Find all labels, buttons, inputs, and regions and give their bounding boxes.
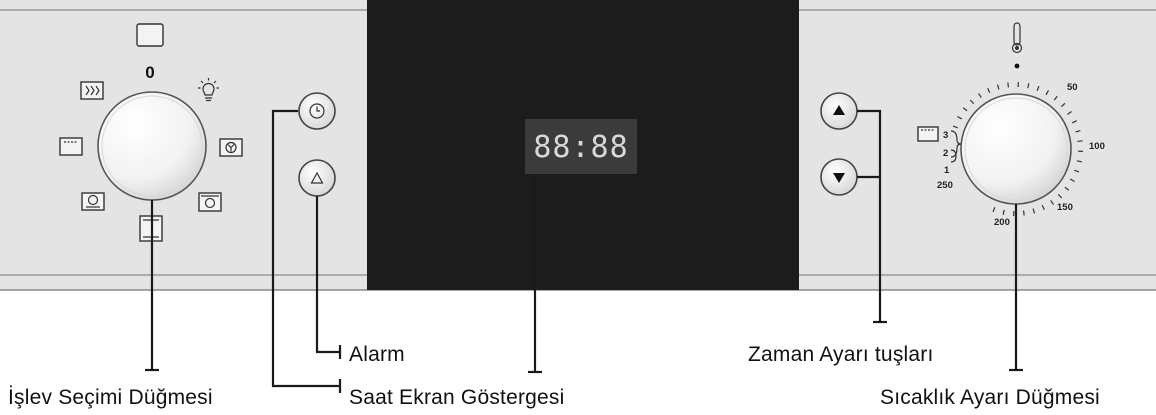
scale-tick: [1077, 140, 1083, 143]
fan-icon: [219, 138, 243, 157]
scale-tick: [1071, 120, 1077, 124]
scale-tick: [1036, 85, 1040, 91]
function-selector-knob[interactable]: [97, 91, 207, 201]
leader-alarm: [315, 196, 340, 354]
fan-heat-icon: [80, 81, 104, 100]
scale-tick: [978, 93, 982, 98]
top-heat-icon: [59, 137, 83, 156]
scale-tick: [1041, 204, 1045, 210]
grill-icon: [917, 126, 939, 142]
time-up-key[interactable]: [820, 92, 858, 130]
label-time-keys: Zaman Ayarı tuşları: [748, 343, 934, 366]
scale-tick: [1057, 193, 1063, 199]
clock-display: [525, 119, 637, 174]
off-icon: [136, 23, 164, 47]
scale-tick: [1027, 83, 1030, 89]
lamp-icon: [198, 78, 219, 102]
scale-label-150: 150: [1057, 202, 1073, 213]
scale-tick: [1002, 209, 1005, 215]
fan-grill-icon: [198, 192, 222, 212]
scale-tick: [996, 84, 1000, 90]
triangle-up-icon: [833, 105, 845, 115]
fan-bottom-heat-icon: [81, 192, 105, 211]
scale-label-250: 250: [937, 180, 953, 191]
scale-tick: [992, 207, 996, 213]
scale-tick: [1045, 90, 1050, 96]
grill-level-1: 1: [944, 165, 950, 176]
triangle-down-icon: [833, 173, 845, 183]
scale-tick: [957, 115, 963, 120]
scale-tick: [969, 99, 975, 105]
scale-tick: [1060, 102, 1066, 108]
grill-bracket: [950, 130, 962, 163]
scale-tick: [1075, 129, 1081, 133]
scale-tick: [1007, 82, 1010, 88]
scale-tick: [1032, 208, 1036, 214]
scale-tick: [1074, 169, 1080, 173]
grill-level-3: 3: [943, 130, 948, 141]
display-digits: 88:88: [533, 130, 628, 165]
scale-tick: [1050, 200, 1054, 205]
thermometer-icon: [1011, 22, 1023, 54]
label-function-knob: İşlev Seçimi Düğmesi: [8, 386, 213, 409]
bell-icon: [310, 171, 324, 184]
scale-label-50: 50: [1067, 82, 1078, 93]
scale-label-100: 100: [1089, 141, 1105, 152]
scale-tick: [1067, 111, 1072, 115]
label-clock-display: Saat Ekran Göstergesi: [349, 386, 564, 409]
label-alarm: Alarm: [349, 343, 405, 366]
clock-icon: [309, 103, 325, 119]
temperature-knob[interactable]: [960, 93, 1072, 205]
position-dot: [1014, 63, 1020, 69]
scale-tick: [1064, 186, 1070, 191]
scale-tick: [1069, 178, 1075, 183]
scale-tick: [1053, 95, 1058, 101]
function-icons: 0: [59, 23, 243, 242]
leader-clock: [271, 109, 340, 388]
temperature-scale-ticks: [952, 82, 1083, 216]
leader-time-keys: [857, 109, 882, 322]
label-temperature-knob: Sıcaklık Ayarı Düğmesi: [880, 386, 1100, 409]
clock-button[interactable]: [298, 92, 336, 130]
off-position-label: 0: [145, 63, 154, 82]
scale-tick: [1022, 210, 1025, 216]
scale-tick: [987, 88, 991, 94]
scale-tick: [962, 107, 968, 112]
grill-level-2: 2: [943, 148, 948, 159]
scale-label-200: 200: [994, 217, 1010, 228]
scale-tick: [952, 125, 958, 129]
alarm-button[interactable]: [298, 159, 336, 197]
time-down-key[interactable]: [820, 158, 858, 196]
scale-tick: [1076, 160, 1082, 163]
